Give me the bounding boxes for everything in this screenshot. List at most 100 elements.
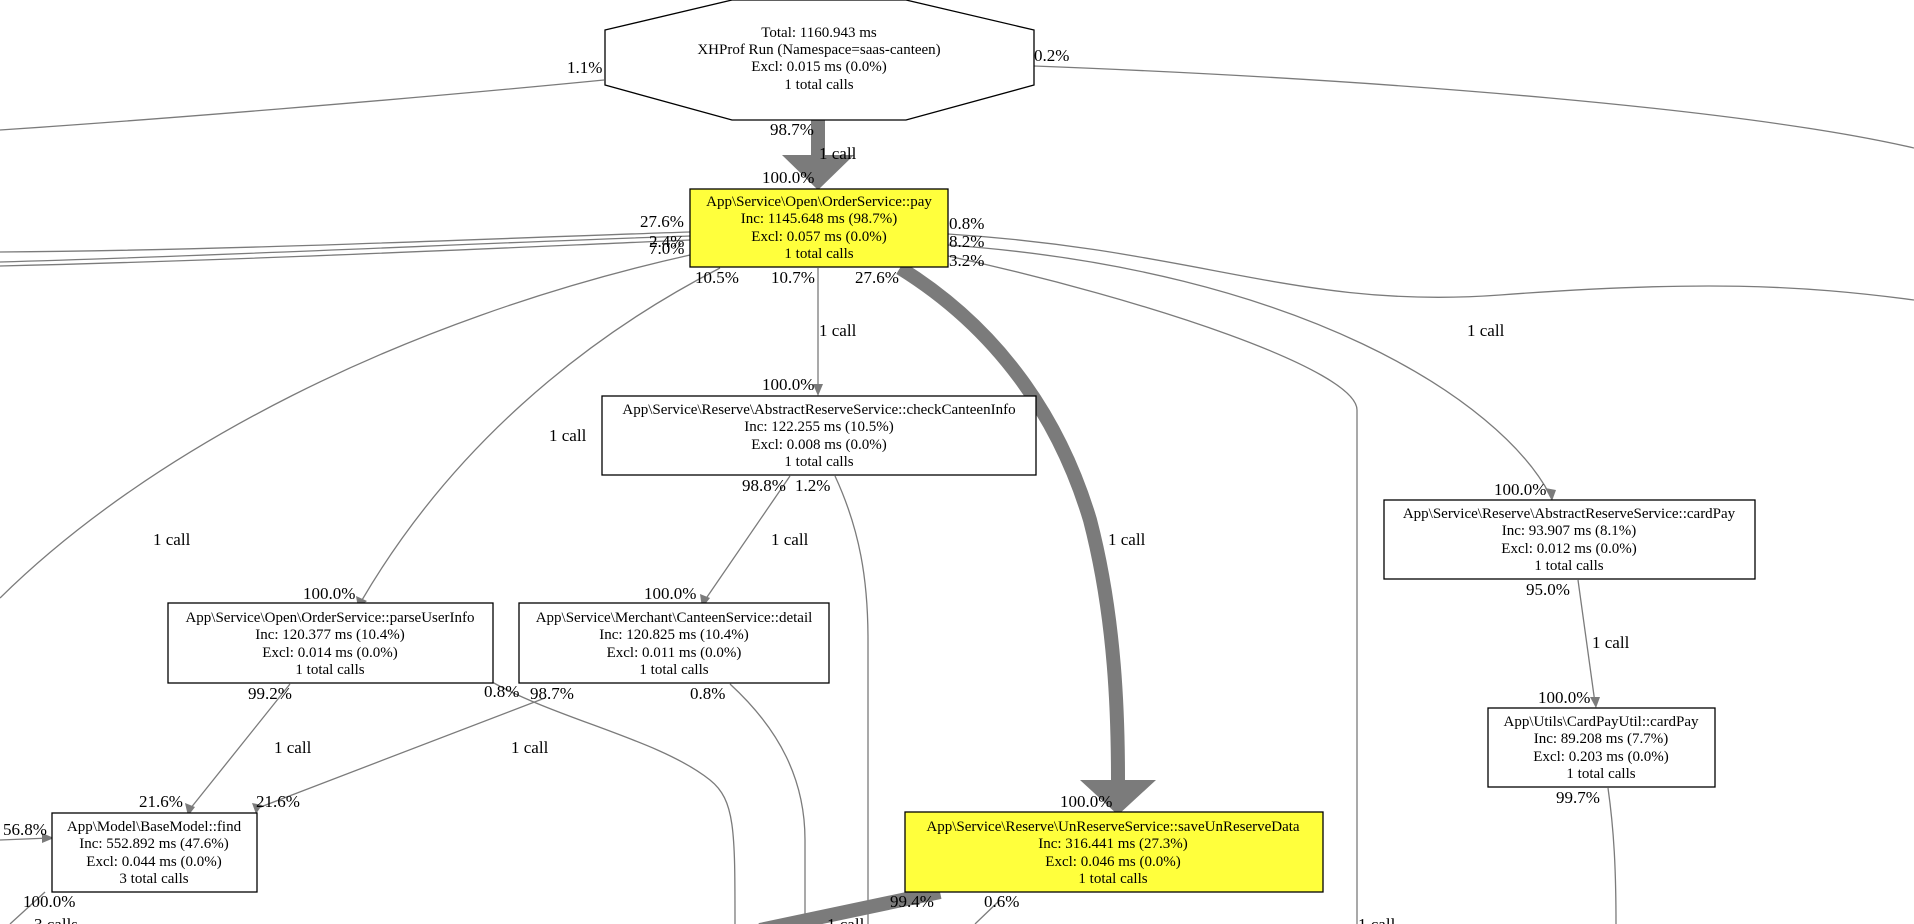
edge-cardpay-util <box>1577 579 1596 704</box>
label-find-out: 100.0% <box>23 892 75 911</box>
node-check-canteen-info-line-4: 1 total calls <box>784 454 853 470</box>
edge-check-detail <box>704 475 791 601</box>
node-card-pay-util-box <box>1487 707 1716 788</box>
node-order-pay-line-2: Inc: 1145.648 ms (98.7%) <box>741 211 898 227</box>
node-card-pay-util[interactable]: App\Utils\CardPayUtil::cardPay Inc: 89.2… <box>1487 707 1716 788</box>
node-base-model-find-line-2: Inc: 552.892 ms (47.6%) <box>79 836 229 852</box>
node-check-canteen-info-line-1: App\Service\Reserve\AbstractReserveServi… <box>622 402 1015 418</box>
edge-cardpay-util-arrow <box>1590 697 1600 708</box>
node-base-model-find-line-1: App\Model\BaseModel::find <box>67 819 242 835</box>
edge-pay-parse <box>361 267 721 601</box>
node-reserve-card-pay-box <box>1383 499 1756 580</box>
label-pay-l2: 2.4% <box>649 232 684 251</box>
label-pay-l1: 27.6% <box>640 212 684 231</box>
node-reserve-card-pay-line-2: Inc: 93.907 ms (8.1%) <box>1502 523 1637 539</box>
edge-left-find <box>0 837 51 841</box>
label-parse-in: 100.0% <box>303 584 355 603</box>
label-parse-out1: 99.2% <box>248 684 292 703</box>
label-find-calls: 3 calls <box>34 915 78 924</box>
node-order-pay[interactable]: App\Service\Open\OrderService::pay Inc: … <box>689 188 949 268</box>
label-find-in2: 21.6% <box>256 792 300 811</box>
node-parse-user-info-line-4: 1 total calls <box>295 662 364 678</box>
label-call-pay-check: 1 call <box>819 321 857 340</box>
node-card-pay-util-line-1: App\Utils\CardPayUtil::cardPay <box>1504 714 1699 730</box>
edge-check-down <box>834 475 869 924</box>
node-base-model-find-line-3: Excl: 0.044 ms (0.0%) <box>86 854 221 870</box>
node-canteen-detail-box <box>518 602 830 684</box>
label-cardpay-out: 95.0% <box>1526 580 1570 599</box>
edge-pay-bottom-right <box>947 255 1358 924</box>
label-call-far-left: 1 call <box>153 530 191 549</box>
edge-pay-left-2 <box>0 235 691 263</box>
edge-pay-far-left <box>0 254 691 599</box>
label-check-out1: 98.8% <box>742 476 786 495</box>
label-call-pay-parse: 1 call <box>549 426 587 445</box>
edges <box>0 65 1914 924</box>
node-check-canteen-info[interactable]: App\Service\Reserve\AbstractReserveServi… <box>601 395 1037 476</box>
node-base-model-find[interactable]: App\Model\BaseModel::find Inc: 552.892 m… <box>51 812 258 893</box>
label-save-in: 100.0% <box>1060 792 1112 811</box>
node-card-pay-util-line-4: 1 total calls <box>1566 766 1635 782</box>
root-line-2: XHProf Run (Namespace=saas-canteen) <box>697 42 940 58</box>
label-detail-out2: 0.8% <box>690 684 725 703</box>
label-pay-b3: 27.6% <box>855 268 899 287</box>
root-line-4: 1 total calls <box>784 77 853 93</box>
edge-parse-down <box>491 681 736 924</box>
label-call-cardpay-util: 1 call <box>1592 633 1630 652</box>
edge-detail-find <box>257 697 546 809</box>
label-call-pay-cardpay: 1 call <box>1467 321 1505 340</box>
label-call-parse-find: 1 call <box>274 738 312 757</box>
edge-find-down <box>9 891 46 924</box>
node-save-unreserve-data-line-3: Excl: 0.046 ms (0.0%) <box>1045 854 1180 870</box>
label-pay-b1: 10.5% <box>695 268 739 287</box>
node-reserve-card-pay[interactable]: App\Service\Reserve\AbstractReserveServi… <box>1383 499 1756 580</box>
root-line-1: Total: 1160.943 ms <box>761 25 877 41</box>
node-save-unreserve-data-box <box>904 811 1324 893</box>
node-save-unreserve-data-line-2: Inc: 316.441 ms (27.3%) <box>1038 836 1188 852</box>
label-root-left: 1.1% <box>567 58 602 77</box>
root-octagon <box>604 0 1035 121</box>
label-detail-out1: 98.7% <box>530 684 574 703</box>
node-save-unreserve-data[interactable]: App\Service\Reserve\UnReserveService::sa… <box>904 811 1324 893</box>
label-parse-out2: 0.8% <box>484 682 519 701</box>
node-reserve-card-pay-line-3: Excl: 0.012 ms (0.0%) <box>1501 541 1636 557</box>
label-util-out: 99.7% <box>1556 788 1600 807</box>
edge-pay-cardpay-arrow <box>1545 488 1556 501</box>
node-reserve-card-pay-line-4: 1 total calls <box>1534 558 1603 574</box>
label-pay-r1: 0.8% <box>949 214 984 233</box>
node-canteen-detail-line-4: 1 total calls <box>639 662 708 678</box>
edge-detail-down <box>729 683 806 924</box>
node-parse-user-info-line-1: App\Service\Open\OrderService::parseUser… <box>185 610 474 626</box>
node-save-unreserve-data-line-1: App\Service\Reserve\UnReserveService::sa… <box>926 819 1300 835</box>
node-order-pay-box <box>689 188 949 268</box>
label-call-root-pay: 1 call <box>819 144 857 163</box>
edge-pay-left-3 <box>0 239 691 267</box>
edge-pay-left-1 <box>0 231 691 253</box>
edge-util-down <box>1607 787 1617 924</box>
node-root[interactable]: Total: 1160.943 ms XHProf Run (Namespace… <box>604 0 1035 121</box>
label-detail-in: 100.0% <box>644 584 696 603</box>
node-check-canteen-info-line-2: Inc: 122.255 ms (10.5%) <box>744 419 894 435</box>
edge-save-out-thin <box>974 899 1001 924</box>
label-check-in: 100.0% <box>762 375 814 394</box>
node-save-unreserve-data-line-4: 1 total calls <box>1078 871 1147 887</box>
node-canteen-detail[interactable]: App\Service\Merchant\CanteenService::det… <box>518 602 830 684</box>
label-pay-r3: 3.2% <box>949 251 984 270</box>
label-pay-l3: 7.0% <box>649 239 684 258</box>
node-parse-user-info-line-2: Inc: 120.377 ms (10.4%) <box>255 627 405 643</box>
label-root-out: 98.7% <box>770 120 814 139</box>
node-parse-user-info[interactable]: App\Service\Open\OrderService::parseUser… <box>167 602 494 684</box>
node-check-canteen-info-box <box>601 395 1037 476</box>
label-call-pay-save: 1 call <box>1108 530 1146 549</box>
node-parse-user-info-line-3: Excl: 0.014 ms (0.0%) <box>262 645 397 661</box>
edge-root-right <box>1033 65 1914 149</box>
edge-root-left <box>0 79 605 131</box>
label-save-out2: 0.6% <box>984 892 1019 911</box>
edge-pay-cardpay <box>947 244 1551 496</box>
node-canteen-detail-line-1: App\Service\Merchant\CanteenService::det… <box>536 610 813 626</box>
label-find-left: 56.8% <box>3 820 47 839</box>
node-canteen-detail-line-2: Inc: 120.825 ms (10.4%) <box>599 627 749 643</box>
label-call-bottom-right: 1 call <box>1358 915 1396 924</box>
node-card-pay-util-line-2: Inc: 89.208 ms (7.7%) <box>1534 731 1669 747</box>
